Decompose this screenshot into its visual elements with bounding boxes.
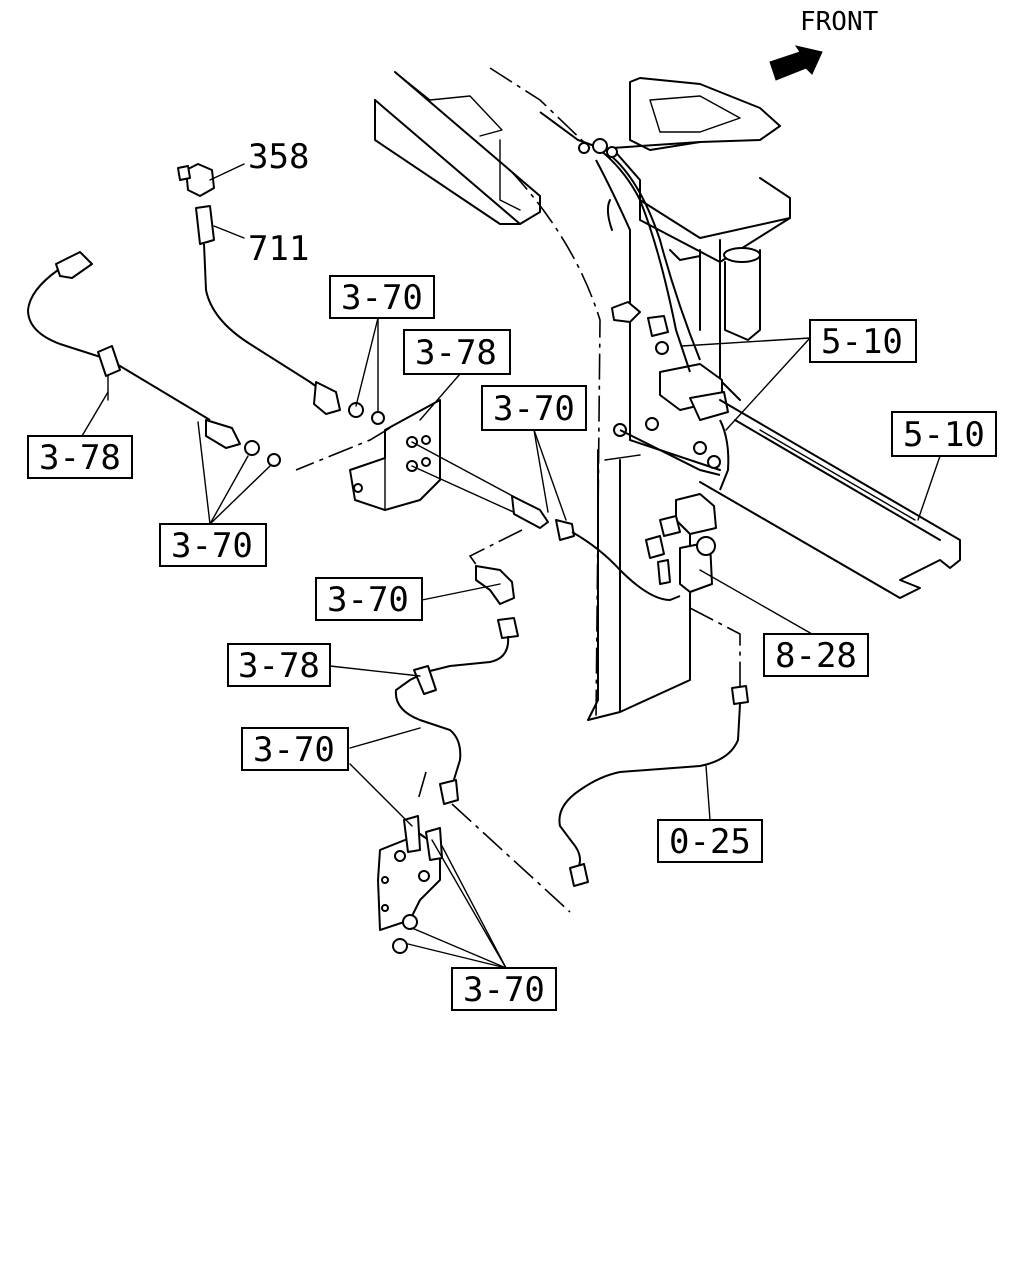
callout-label: 3-78	[415, 333, 497, 373]
chassis-outline	[489, 67, 601, 721]
reservoir-assembly	[606, 77, 791, 341]
cross-member	[699, 399, 961, 599]
callout-510-a: 5-10	[809, 319, 917, 363]
frame-rail-upper	[374, 71, 541, 225]
callout-510-b: 5-10	[891, 411, 997, 457]
callout-370-f: 3-70	[451, 967, 557, 1011]
callout-label: 3-78	[238, 646, 320, 686]
callout-828: 8-28	[763, 633, 869, 677]
callout-378-c: 3-78	[227, 643, 331, 687]
front-arrow-icon	[769, 45, 823, 81]
pipe-left	[26, 251, 281, 467]
filter-assembly	[645, 493, 717, 593]
part-358: 358	[209, 137, 309, 181]
bracket-center	[349, 399, 441, 511]
callout-370-e: 3-70	[241, 727, 349, 771]
callout-label: 3-70	[463, 970, 545, 1010]
pipe-025	[558, 607, 749, 887]
callout-025: 0-25	[657, 819, 763, 863]
callout-378-a: 3-78	[403, 329, 511, 375]
part-711: 711	[213, 225, 309, 269]
callout-label: 0-25	[669, 822, 751, 862]
callout-label: 3-70	[327, 580, 409, 620]
front-label: FRONT	[800, 7, 879, 37]
callout-label: 3-70	[171, 526, 253, 566]
bracket-lower	[377, 771, 443, 954]
callout-370-b: 3-70	[481, 385, 587, 431]
callout-label: 3-70	[253, 730, 335, 770]
through-pipe	[411, 441, 681, 602]
front-indicator: FRONT	[769, 7, 879, 81]
callout-label: 3-70	[493, 389, 575, 429]
callout-label: 3-78	[39, 438, 121, 478]
callout-378-b: 3-78	[27, 435, 133, 479]
callout-label: 8-28	[775, 636, 857, 676]
callout-label: 3-70	[341, 278, 423, 318]
callout-label: 5-10	[821, 322, 903, 362]
pipe-711	[177, 163, 391, 471]
callout-370-d: 3-70	[315, 577, 423, 621]
part-number-711: 711	[248, 229, 309, 269]
callout-370-a: 3-70	[329, 275, 435, 319]
upper-pipes	[539, 111, 730, 491]
callout-label: 5-10	[903, 415, 985, 455]
valve-block	[611, 301, 729, 469]
leader-lines	[81, 317, 941, 969]
part-number-358: 358	[248, 137, 309, 177]
callout-370-c: 3-70	[159, 523, 267, 567]
